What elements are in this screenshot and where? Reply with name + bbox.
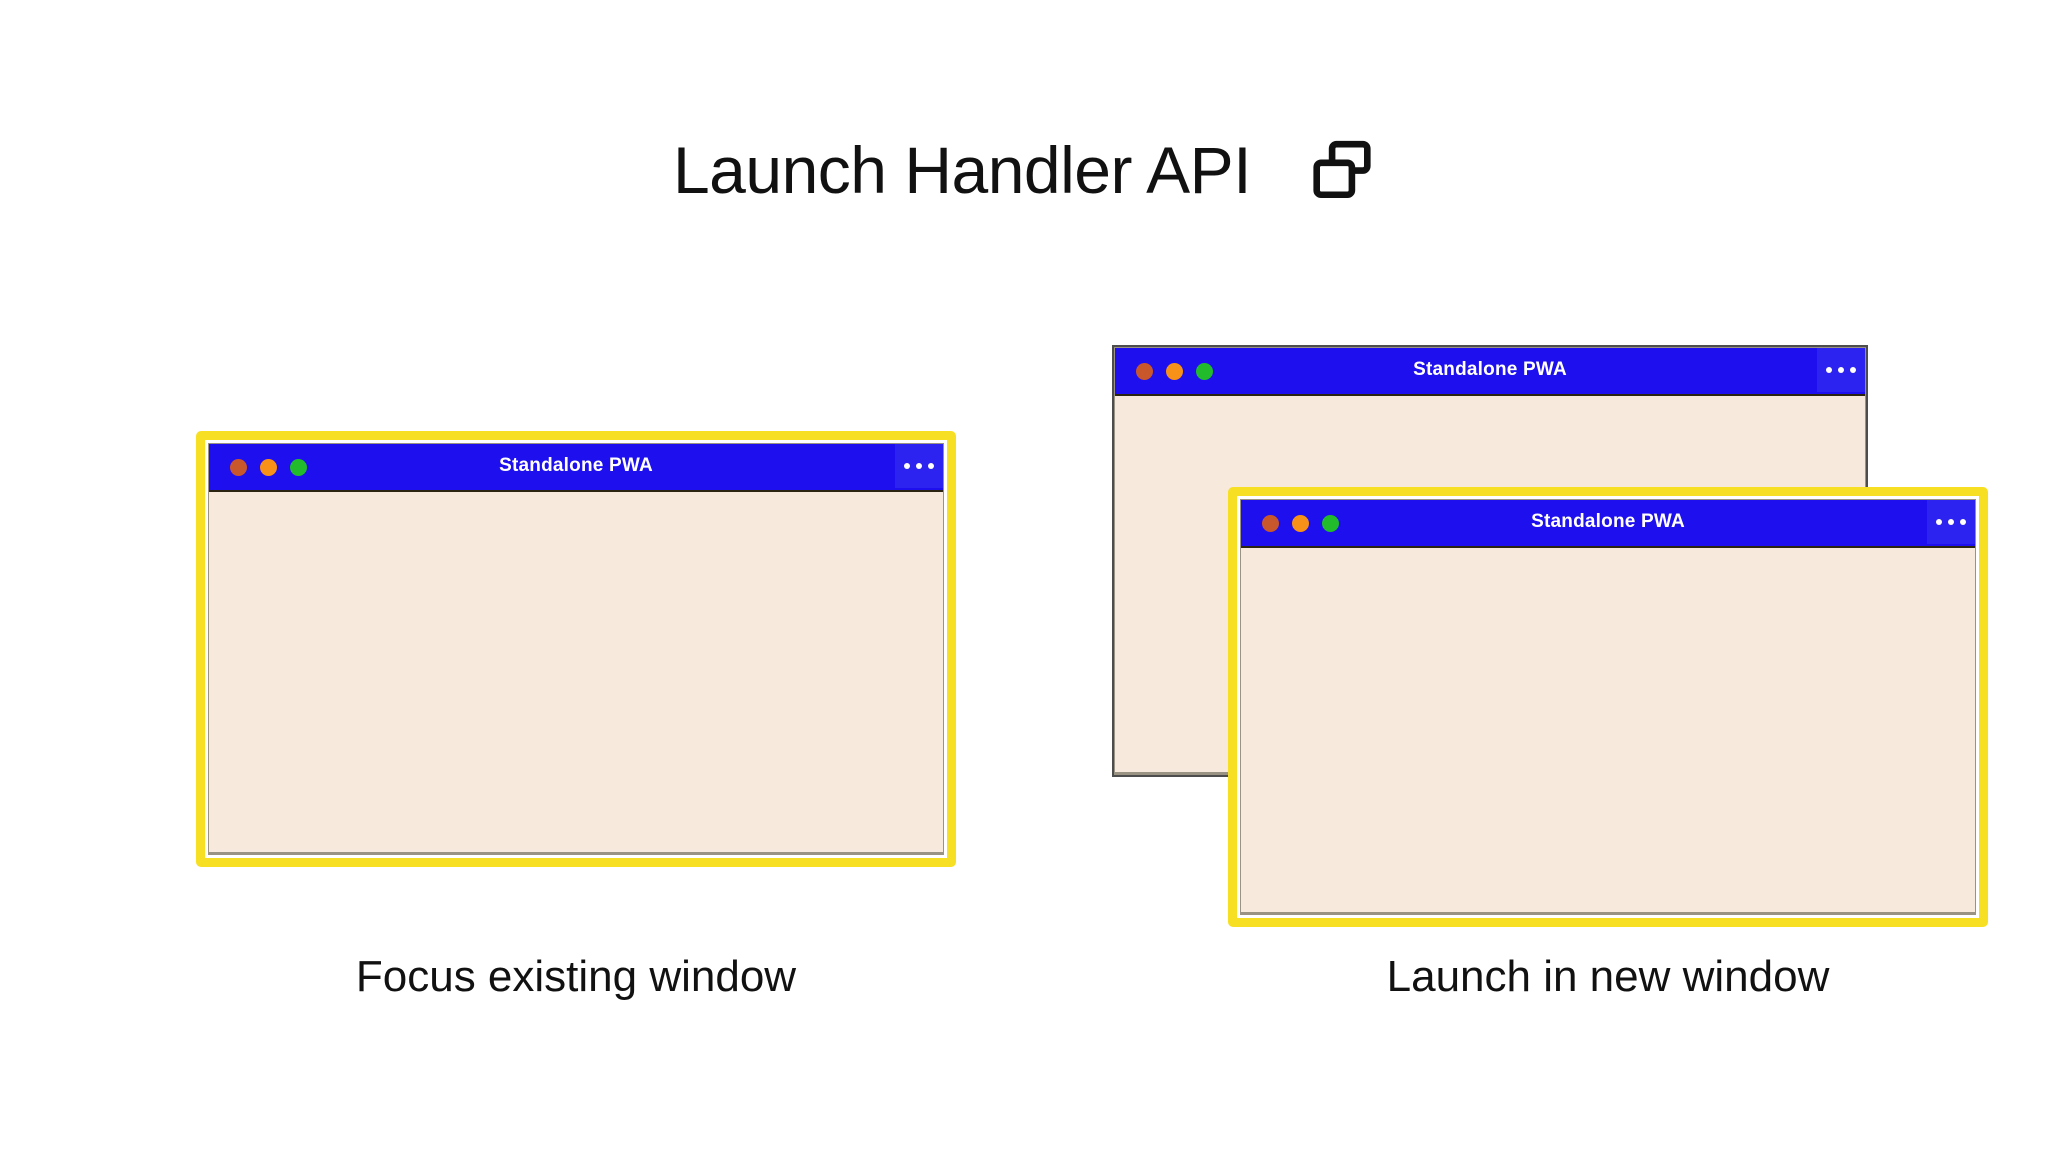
minimize-dot-icon[interactable]	[1166, 362, 1183, 380]
window-content-area	[1241, 548, 1975, 914]
close-dot-icon[interactable]	[230, 458, 247, 476]
page-title: Launch Handler API	[672, 133, 1252, 207]
overflow-menu-button[interactable]	[1927, 500, 1975, 544]
window-titlebar[interactable]: Standalone PWA	[1115, 348, 1865, 396]
traffic-light-controls[interactable]	[209, 458, 307, 476]
window-title-label: Standalone PWA	[1413, 359, 1567, 380]
overflow-menu-icon	[1838, 367, 1844, 373]
window-focus-existing[interactable]: Standalone PWA	[196, 431, 956, 867]
window-content-area	[209, 492, 943, 854]
multi-window-icon	[1313, 140, 1371, 199]
traffic-light-controls[interactable]	[1115, 362, 1213, 380]
window-frame: Standalone PWA	[1240, 499, 1976, 915]
maximize-dot-icon[interactable]	[1196, 362, 1213, 380]
overflow-menu-icon	[916, 463, 922, 469]
minimize-dot-icon[interactable]	[260, 458, 277, 476]
overflow-menu-button[interactable]	[1817, 348, 1865, 392]
minimize-dot-icon[interactable]	[1292, 514, 1309, 532]
traffic-light-controls[interactable]	[1241, 514, 1339, 532]
window-title-label: Standalone PWA	[1531, 511, 1685, 532]
window-titlebar[interactable]: Standalone PWA	[209, 444, 943, 492]
maximize-dot-icon[interactable]	[290, 458, 307, 476]
overflow-menu-icon	[1850, 367, 1856, 373]
close-dot-icon[interactable]	[1136, 362, 1153, 380]
overflow-menu-icon	[928, 463, 934, 469]
overflow-menu-icon	[1960, 519, 1966, 525]
window-new[interactable]: Standalone PWA	[1228, 487, 1988, 927]
page-header: Launch Handler API	[0, 120, 2048, 220]
overflow-menu-icon	[904, 463, 910, 469]
maximize-dot-icon[interactable]	[1322, 514, 1339, 532]
overflow-menu-button[interactable]	[895, 444, 943, 488]
caption-focus-existing: Focus existing window	[355, 952, 797, 1001]
overflow-menu-icon	[1826, 367, 1832, 373]
window-title-label: Standalone PWA	[499, 455, 653, 476]
overflow-menu-icon	[1936, 519, 1942, 525]
close-dot-icon[interactable]	[1262, 514, 1279, 532]
overflow-menu-icon	[1948, 519, 1954, 525]
window-titlebar[interactable]: Standalone PWA	[1241, 500, 1975, 548]
caption-new-window: Launch in new window	[1386, 952, 1830, 1001]
window-frame: Standalone PWA	[208, 443, 944, 855]
